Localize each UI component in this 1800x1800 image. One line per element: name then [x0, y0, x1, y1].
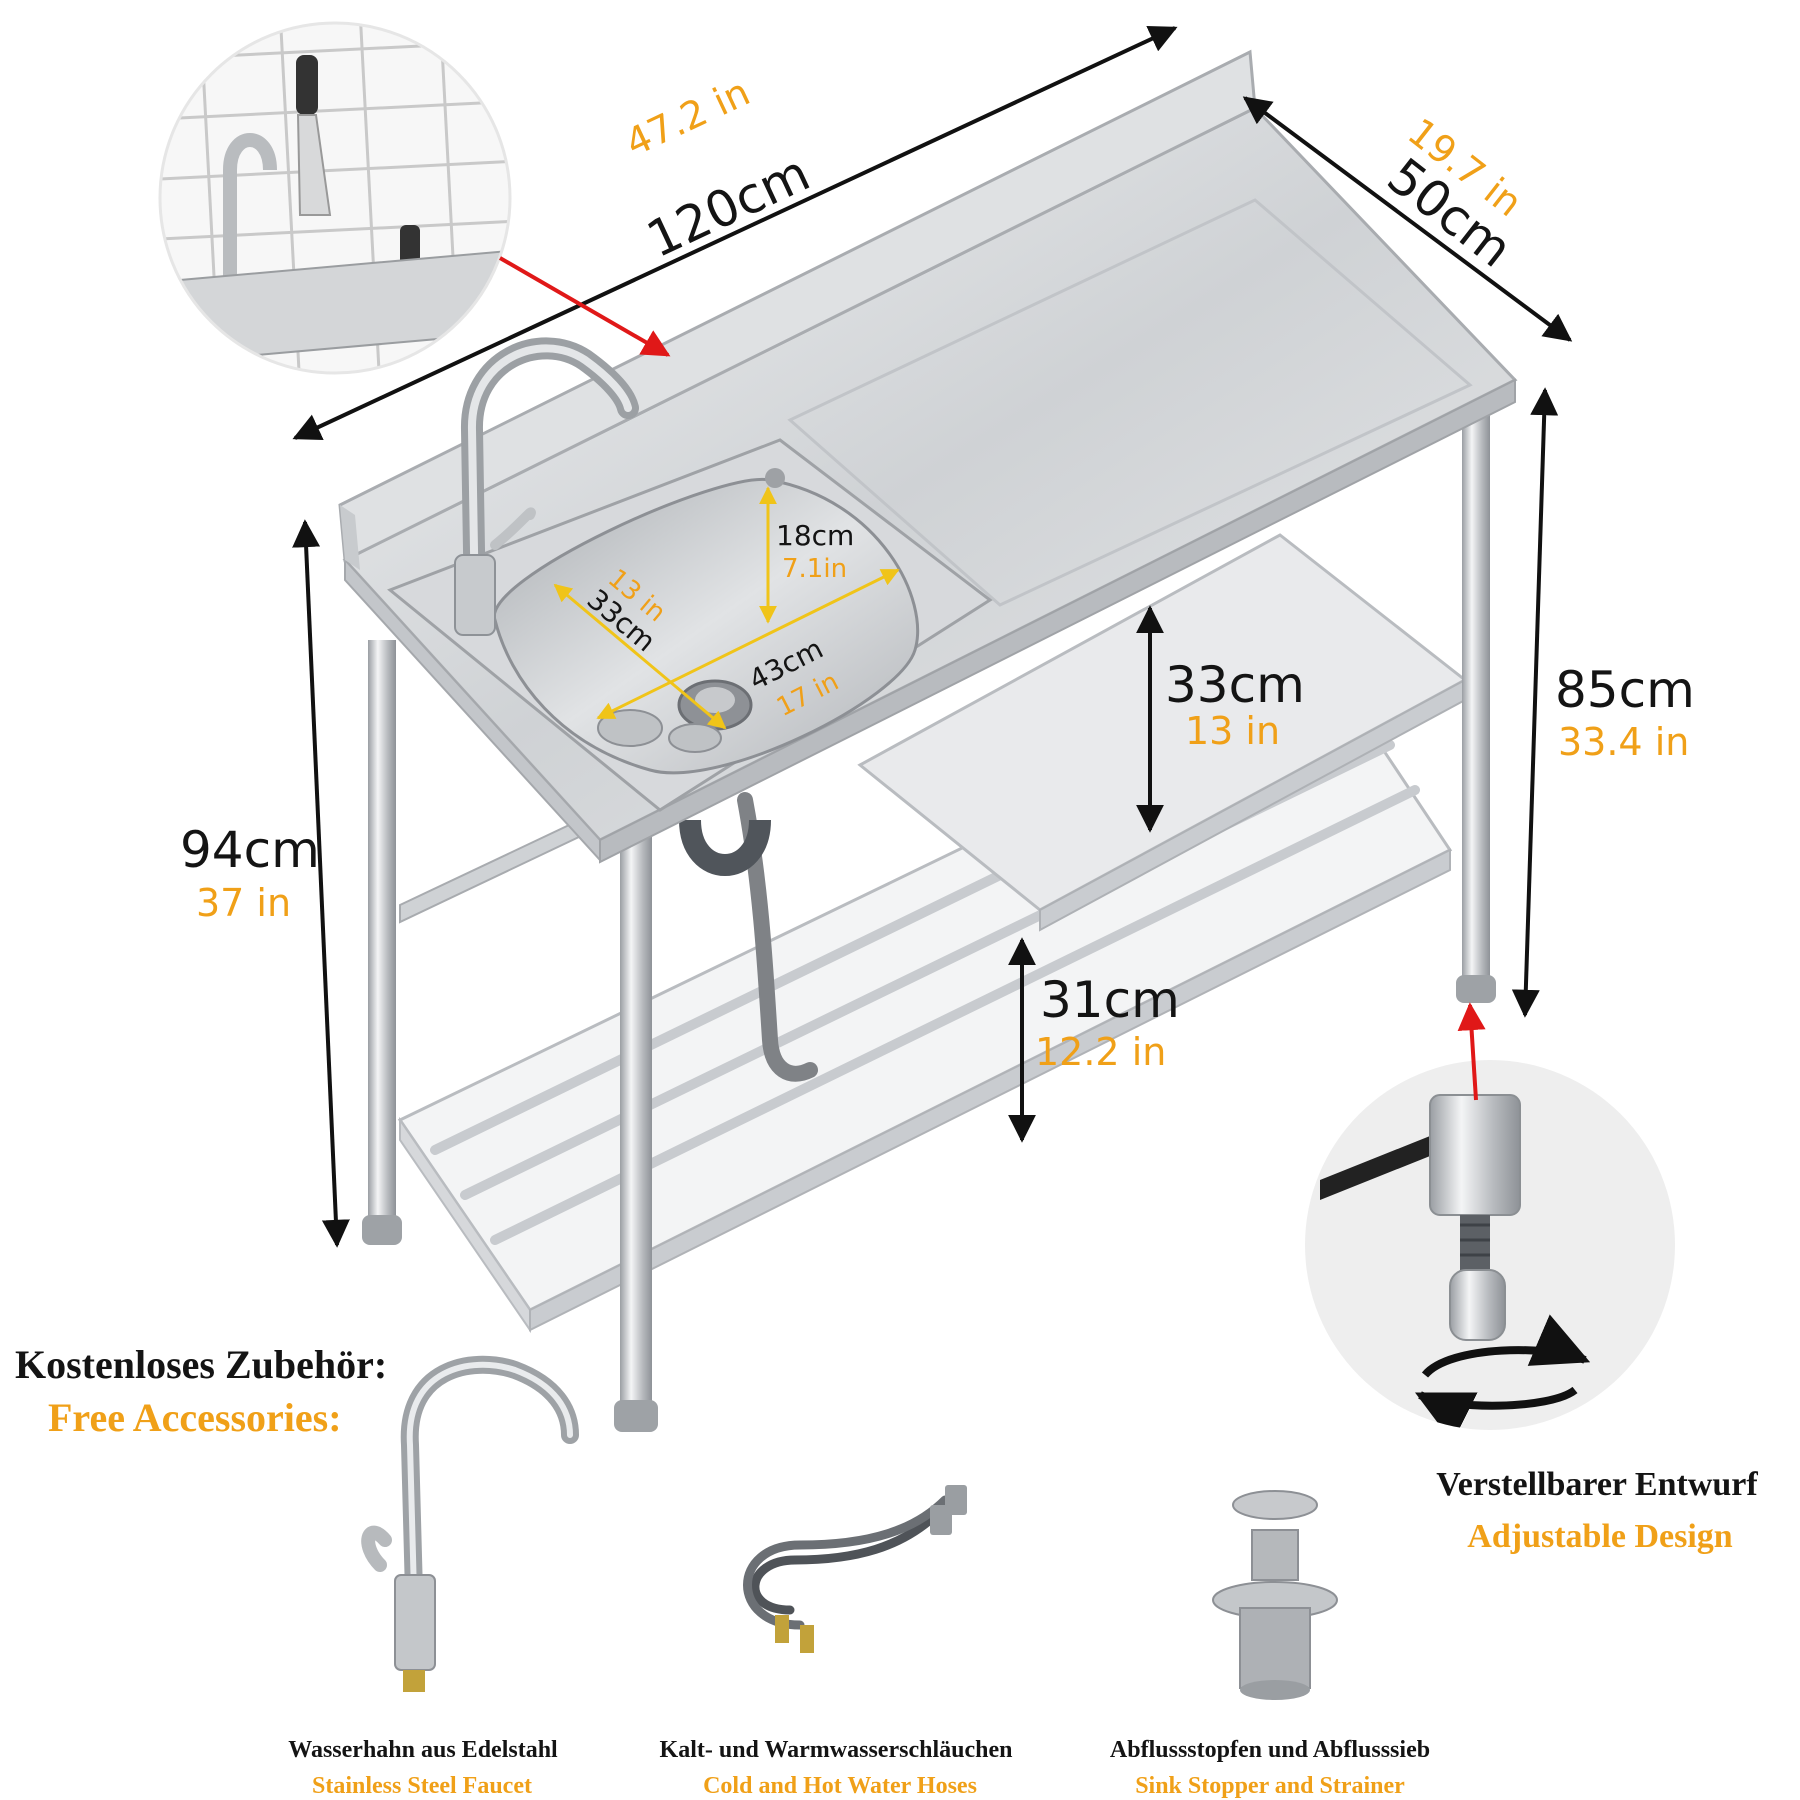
accessory-faucet-label-en: Stainless Steel Faucet — [312, 1773, 532, 1799]
accessory-faucet-label-de: Wasserhahn aus Edelstahl — [288, 1737, 558, 1763]
dimension-arrows — [292, 25, 1573, 1248]
pointer-arrow-foot — [1457, 1002, 1486, 1101]
sink-dimension-arrows — [553, 486, 900, 730]
accessory-hoses-label-de: Kalt- und Warmwasserschläuchen — [659, 1737, 1013, 1763]
shelf-gap-upper-cm-label: 33cm — [1165, 656, 1305, 714]
total-height-in-label: 37 in — [196, 881, 292, 925]
pointer-arrow-rack — [498, 256, 671, 357]
counter-height-in-label: 33.4 in — [1558, 720, 1690, 764]
accessories-heading-de: Kostenloses Zubehör: — [15, 1342, 388, 1387]
accessory-hoses-label-en: Cold and Hot Water Hoses — [703, 1773, 977, 1799]
shelf-gap-upper-in-label: 13 in — [1185, 709, 1281, 753]
shelf-gap-lower-in-label: 12.2 in — [1035, 1030, 1167, 1074]
bowl-depth-in-label: 7.1in — [782, 554, 848, 584]
counter-height-cm-label: 85cm — [1555, 661, 1695, 719]
shelf-gap-lower-cm-label: 31cm — [1040, 971, 1180, 1029]
inset-adjustable-foot — [1305, 1060, 1675, 1430]
faucet-icon — [361, 1355, 579, 1692]
adjustable-title-de: Verstellbarer Entwurf — [1436, 1466, 1758, 1503]
adjustable-title-en: Adjustable Design — [1467, 1518, 1733, 1555]
accessory-strainer-label-en: Sink Stopper and Strainer — [1135, 1773, 1405, 1799]
accessories-heading-en: Free Accessories: — [48, 1395, 342, 1440]
hoses-icon — [743, 1485, 967, 1653]
inset-knife-rack — [158, 21, 512, 375]
bowl-depth-cm-label: 18cm — [776, 519, 855, 552]
legs — [362, 390, 1496, 1432]
accessory-strainer-label-de: Abflussstopfen und Abflusssieb — [1109, 1737, 1431, 1763]
strainer-icon — [1212, 1490, 1338, 1700]
total-height-cm-label: 94cm — [180, 821, 320, 879]
